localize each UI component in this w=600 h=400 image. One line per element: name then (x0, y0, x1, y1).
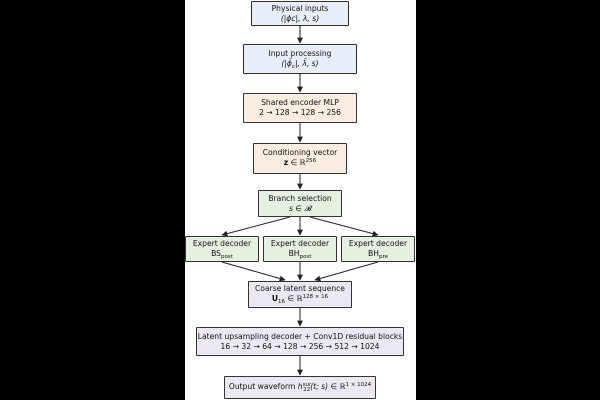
node-expert-decoder-bh-pre-title: Expert decoder (348, 238, 408, 248)
node-physical-inputs-title: Physical inputs (271, 3, 329, 13)
node-expert-decoder-bh-post-title: Expert decoder (270, 238, 330, 248)
node-output-waveform-formula: Output waveform hsur22(t; s) ∈ ℝ1 × 1024 (228, 382, 372, 393)
node-physical-inputs: Physical inputs (|ϕc|, λ, s) (251, 1, 349, 26)
node-expert-decoder-bh-pre-label: BHpre (368, 248, 388, 260)
node-conditioning-vector-formula: z ∈ ℝ256 (283, 158, 317, 167)
node-shared-encoder-formula: 2 → 128 → 128 → 256 (259, 108, 341, 117)
node-coarse-latent-sequence: Coarse latent sequence U16 ∈ ℝ128 × 16 (248, 281, 352, 308)
node-shared-encoder-title: Shared encoder MLP (261, 98, 339, 107)
node-shared-encoder: Shared encoder MLP 2 → 128 → 128 → 256 (243, 93, 357, 123)
node-expert-decoder-bs-post-title: Expert decoder (192, 238, 252, 248)
node-branch-selection-title: Branch selection (268, 193, 332, 203)
node-expert-decoder-bh-post-label: BHpost (288, 248, 312, 260)
node-expert-decoder-bh-pre: Expert decoder BHpre (341, 236, 415, 262)
node-branch-selection-formula: s ∈ 𝓑 (288, 203, 312, 213)
node-input-processing-formula: (|ϕ̄c|, λ̄, s) (281, 58, 319, 70)
node-input-processing-title: Input processing (268, 48, 332, 58)
node-expert-decoder-bh-post: Expert decoder BHpost (263, 236, 337, 262)
node-latent-upsampling-decoder-formula: 16 → 32 → 64 → 128 → 256 → 512 → 1024 (220, 341, 380, 351)
node-expert-decoder-bs-post: Expert decoder BSpost (185, 236, 259, 262)
node-conditioning-vector-title: Conditioning vector (262, 148, 338, 157)
node-conditioning-vector: Conditioning vector z ∈ ℝ256 (253, 143, 347, 174)
node-expert-decoder-bs-post-label: BSpost (211, 248, 233, 260)
node-output-waveform: Output waveform hsur22(t; s) ∈ ℝ1 × 1024 (224, 376, 376, 399)
node-latent-upsampling-decoder: Latent upsampling decoder + Conv1D resid… (196, 327, 404, 356)
node-input-processing: Input processing (|ϕ̄c|, λ̄, s) (243, 44, 357, 74)
node-branch-selection: Branch selection s ∈ 𝓑 (258, 190, 342, 217)
node-physical-inputs-formula: (|ϕc|, λ, s) (280, 13, 320, 23)
node-coarse-latent-sequence-title: Coarse latent sequence (255, 284, 345, 293)
node-latent-upsampling-decoder-title: Latent upsampling decoder + Conv1D resid… (197, 331, 403, 341)
node-coarse-latent-sequence-formula: U16 ∈ ℝ128 × 16 (271, 294, 329, 305)
